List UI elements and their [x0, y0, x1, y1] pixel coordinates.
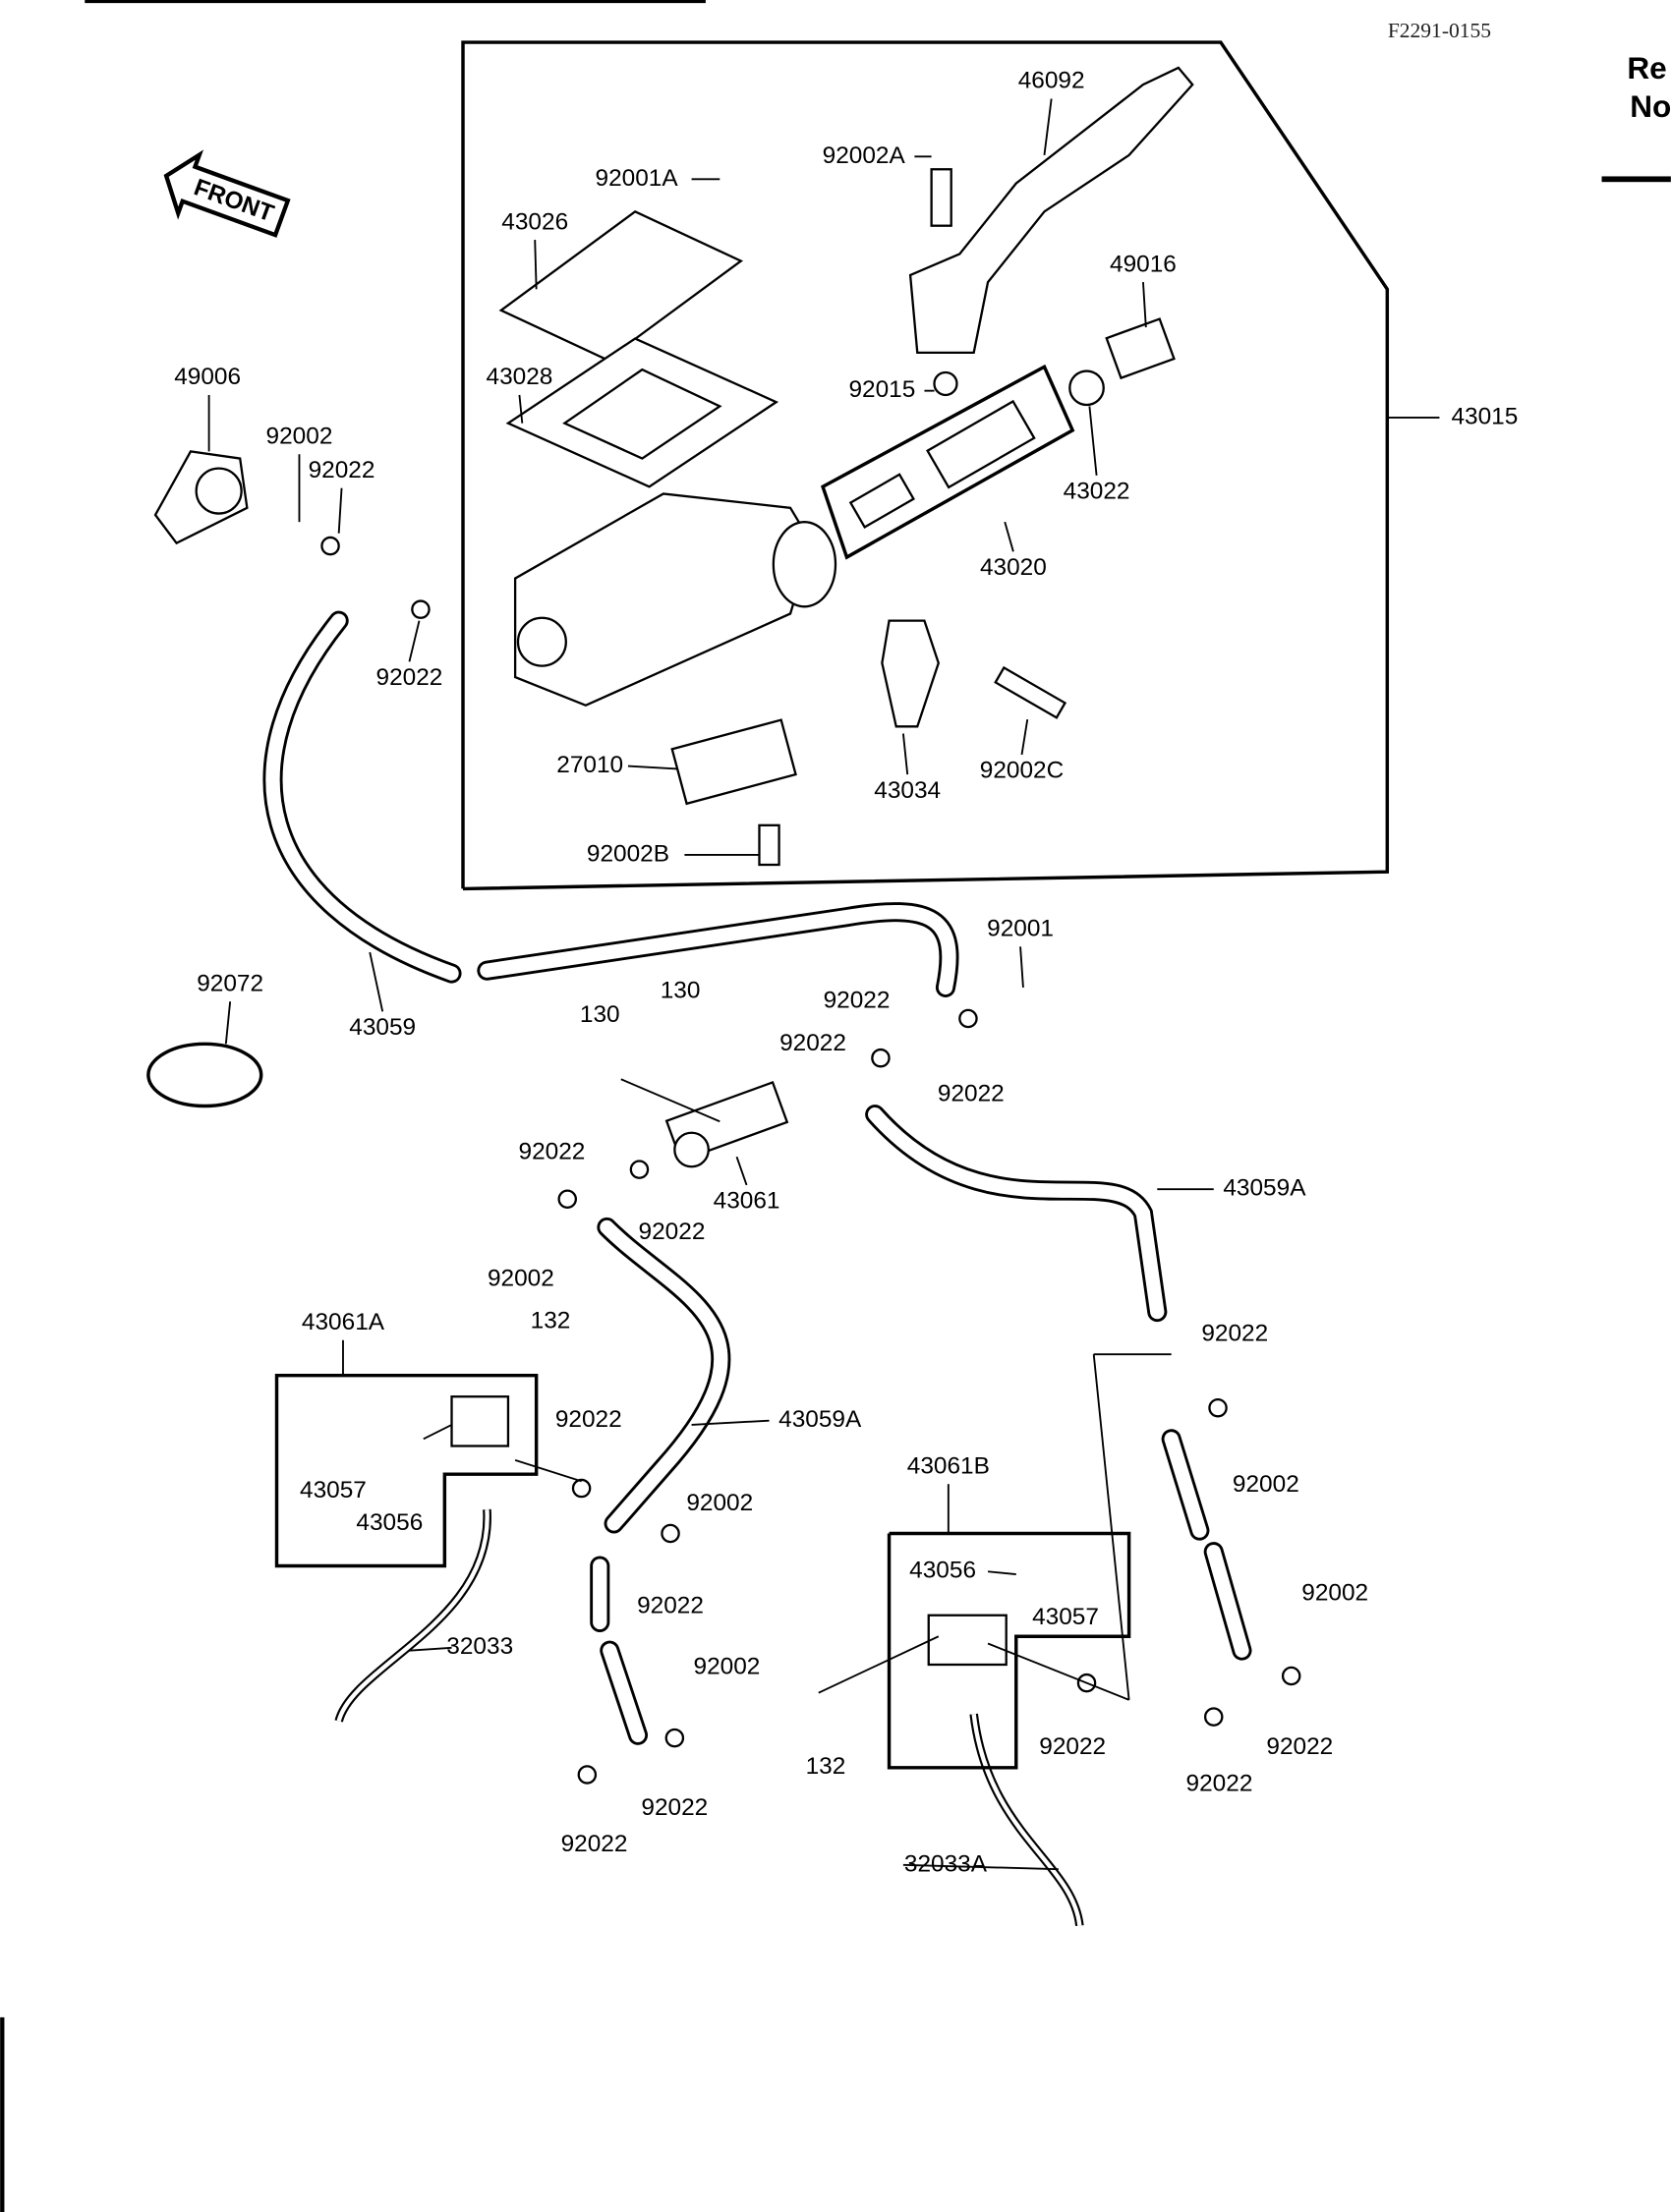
left-edge-bar [0, 2016, 5, 2212]
side-text-2: No [1630, 88, 1671, 124]
part-number-label: 43057 [300, 1477, 367, 1503]
hose-band [146, 1042, 263, 1108]
part-number-label: 92002B [587, 840, 669, 867]
part-number-label: 43026 [501, 208, 568, 235]
part-number-label: 92072 [197, 970, 263, 996]
part-number-label: 43059A [778, 1406, 862, 1433]
leader-lines [207, 98, 1440, 1871]
piston-kit-box [820, 364, 1075, 560]
part-number-label: 46092 [1018, 68, 1085, 94]
part-number-label: 92002 [488, 1266, 554, 1292]
master-cylinder-bore [516, 616, 567, 667]
nut [933, 370, 958, 397]
part-number-label: 92015 [848, 376, 915, 403]
part-number-label: 92022 [824, 988, 891, 1014]
part-number-label: 43059 [349, 1014, 416, 1041]
part-number-label: 92022 [641, 1794, 708, 1821]
part-number-label: 132 [806, 1753, 846, 1780]
part-number-label: 32033 [446, 1633, 513, 1660]
diagram-code: F2291-0155 [1388, 19, 1491, 42]
part-number-label: 43056 [909, 1558, 976, 1584]
part-number-label: 92022 [519, 1138, 586, 1164]
part-number-label: 43034 [874, 777, 941, 804]
part-number-label: 92022 [561, 1831, 628, 1857]
part-number-label: 92022 [1186, 1770, 1253, 1796]
reservoir-cap [498, 210, 744, 362]
bracket-box-a [274, 1373, 539, 1568]
piston [926, 399, 1036, 489]
cap-boot-opening [195, 467, 243, 515]
master-cylinder-body [513, 492, 813, 708]
part-number-label: 92002 [1233, 1471, 1299, 1498]
part-number-label: 49006 [174, 364, 241, 390]
part-number-label: 43057 [1032, 1604, 1099, 1630]
bracket-box-b [887, 1531, 1131, 1770]
hoses [262, 610, 1252, 1927]
part-number-label: 43028 [487, 364, 553, 390]
part-number-label: 43056 [356, 1509, 423, 1536]
side-rule [1601, 176, 1671, 183]
part-number-label: 92022 [555, 1406, 622, 1433]
circlip [1068, 369, 1105, 407]
part-number-label: 43059A [1223, 1175, 1306, 1202]
pivot-bolt [930, 168, 952, 227]
part-number-label: 92022 [1039, 1733, 1106, 1760]
part-number-label: 43020 [980, 554, 1047, 581]
clamp [881, 619, 941, 728]
brake-switch [670, 718, 797, 806]
part-number-label: 92002 [686, 1490, 753, 1516]
part-number-label: 43022 [1064, 478, 1130, 504]
assembly-box [461, 40, 1390, 891]
part-number-label: 132 [531, 1308, 571, 1334]
part-number-label: 92002A [823, 142, 906, 169]
part-number-label: 92022 [779, 1030, 846, 1056]
front-arrow-icon: FRONT [163, 149, 291, 238]
part-number-label: 92022 [637, 1593, 704, 1619]
part-number-label: 49016 [1110, 251, 1177, 277]
switch-screw [758, 823, 780, 867]
part-number-label: 130 [661, 978, 701, 1004]
washers [320, 536, 1301, 1785]
part-number-label: 92001A [596, 165, 679, 192]
part-number-label: 43015 [1451, 403, 1518, 429]
part-number-label: 92022 [1201, 1321, 1268, 1347]
part-number-label: 27010 [556, 752, 623, 778]
lever [908, 66, 1194, 355]
part-number-label: 92022 [639, 1219, 706, 1245]
part-number-label: 130 [580, 1001, 620, 1028]
part-number-label: 92002 [266, 423, 333, 449]
diaphragm-inner [562, 368, 722, 460]
side-text-1: Re [1627, 50, 1666, 85]
part-number-label: 92022 [376, 664, 443, 691]
bracket-a [450, 1395, 510, 1447]
part-number-label: 92001 [987, 916, 1054, 942]
part-number-label: 92002C [980, 758, 1064, 784]
part-number-label: 92002 [694, 1653, 761, 1679]
part-number-label: 32033A [904, 1850, 988, 1877]
lever-mount [772, 521, 837, 608]
part-number-label: 92022 [309, 457, 375, 483]
part-number-label: 43061B [907, 1452, 990, 1479]
part-number-label: 43061 [714, 1188, 780, 1215]
part-number-label: 92022 [1266, 1733, 1333, 1760]
bracket-b [927, 1614, 1008, 1667]
dust-boot [1105, 317, 1176, 380]
part-number-label: 92022 [938, 1080, 1005, 1106]
part-number-label: 43061A [302, 1309, 385, 1335]
clamp-bolt [994, 665, 1067, 719]
spring [848, 473, 915, 529]
three-way-joint [664, 1080, 789, 1168]
part-number-label: 92002 [1301, 1580, 1368, 1607]
